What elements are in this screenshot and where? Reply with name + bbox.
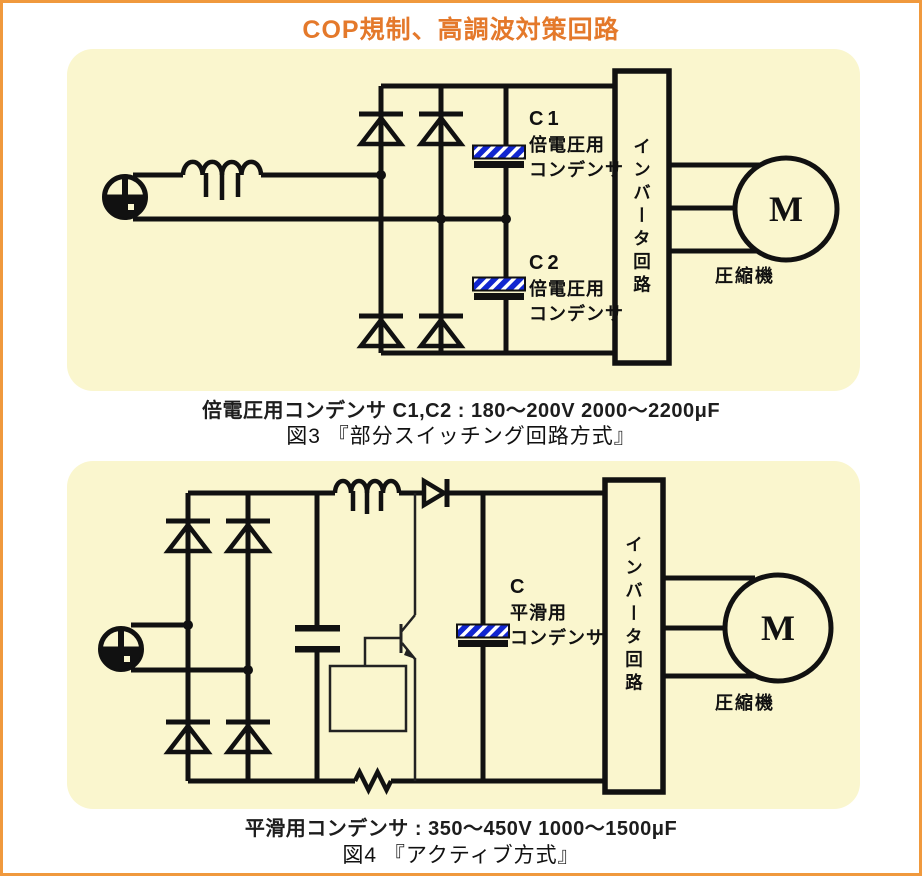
motor-label-fig3: M: [769, 189, 803, 229]
c2-label-block: C2 倍電圧用 コンデンサ: [529, 253, 624, 327]
c2-desc-line1: 倍電圧用: [529, 279, 605, 299]
c-desc-line2: コンデンサ: [510, 628, 605, 648]
inductor-icon: [180, 159, 264, 200]
inverter-label-fig3-box: インバータ回路: [615, 71, 669, 363]
figure3-title-caption: 図3 『部分スイッチング回路方式』: [286, 425, 636, 448]
rectifier-bridge-fig4: [166, 518, 270, 725]
boost-inductor-icon: [332, 478, 402, 514]
c-name: C: [510, 576, 529, 598]
ac-source-icon-fig4: [98, 626, 144, 672]
c-label-block: C 平滑用 コンデンサ: [510, 577, 605, 651]
motor-circle-fig3: [732, 155, 840, 263]
c1-label-block: C1 倍電圧用 コンデンサ: [529, 109, 624, 183]
figure4-circuit: [67, 461, 860, 809]
boost-diode-icon: [421, 477, 450, 509]
smoothing-capacitor-icon: [456, 623, 510, 647]
inverter-box-fig4: [602, 477, 666, 795]
circuit-diagrams: [67, 49, 860, 809]
rectifier-diode-triangles: [356, 114, 466, 349]
c2-name: C2: [529, 252, 563, 274]
figure3-circuit: [67, 49, 860, 391]
c2-desc-line2: コンデンサ: [529, 304, 624, 324]
junction-dots: [376, 170, 511, 224]
c1-desc-line2: コンデンサ: [529, 160, 624, 180]
control-box: [328, 664, 408, 733]
compressor-label-fig4: 圧縮機: [715, 693, 775, 713]
ac-source-icon: [102, 174, 148, 220]
motor-circle-fig4: [722, 572, 834, 684]
c1-desc-line1: 倍電圧用: [529, 135, 605, 155]
inverter-label-fig4-box: インバータ回路: [605, 480, 663, 792]
figure4-wires: [131, 490, 755, 784]
compressor-label-fig3: 圧縮機: [715, 266, 775, 286]
resistor-icon: [352, 766, 394, 796]
figure3-spec-caption: 倍電圧用コンデンサ C1,C2 : 180～200V 2000～2200μF: [201, 400, 721, 422]
capacitor-c1-icon: [472, 144, 526, 168]
c1-name: C1: [529, 108, 563, 130]
junction-dots-fig4: [183, 620, 253, 675]
page-title: COP規制、高調波対策回路: [302, 16, 620, 44]
rectifier-diode-triangles-fig4: [163, 521, 273, 755]
figure4-spec-caption: 平滑用コンデンサ : 350～450V 1000～1500μF: [244, 818, 678, 840]
transistor-arrow: [404, 648, 415, 659]
inverter-label-fig4: インバータ回路: [623, 534, 644, 696]
inverter-label-fig3: インバータ回路: [631, 136, 652, 298]
c-desc-line1: 平滑用: [510, 603, 567, 623]
rectifier-bridge: [359, 111, 463, 319]
capacitor-c2-icon: [472, 276, 526, 300]
inverter-box-fig3: [612, 68, 672, 366]
filter-capacitor-icon: [295, 625, 340, 653]
figure4-title-caption: 図4 『アクティブ方式』: [342, 844, 580, 867]
motor-label-fig4: M: [761, 608, 795, 648]
